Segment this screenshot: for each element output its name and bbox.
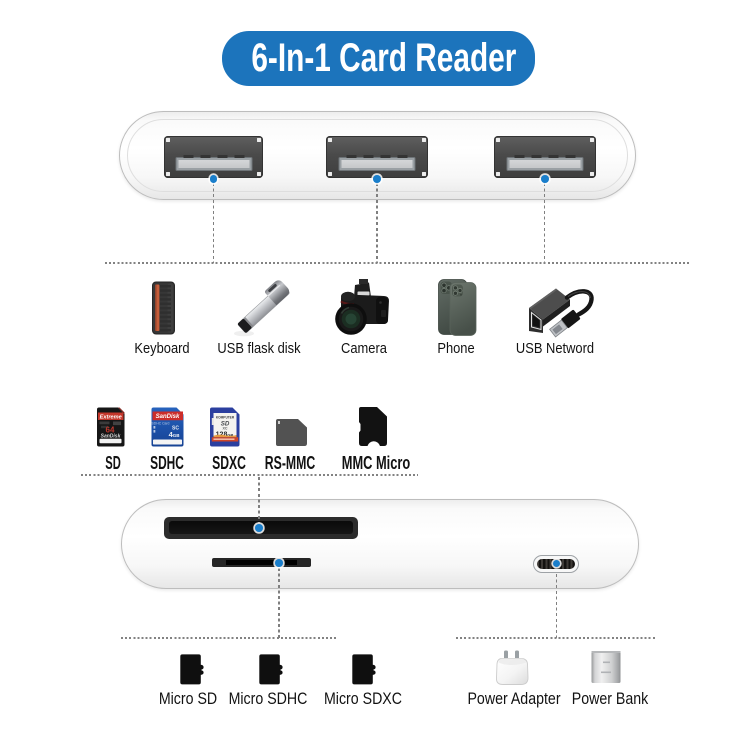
svg-text:SanDisk: SanDisk [101,433,121,439]
svg-text:SD: SD [221,421,230,428]
svg-text:SanDisk: SanDisk [156,414,180,420]
svg-text:SC: SC [172,426,179,432]
svg-text:XC: XC [223,427,228,431]
svg-text:SDHC Card: SDHC Card [152,421,170,425]
svg-text:4GB: 4GB [169,430,181,439]
svg-text:KOMPUTER: KOMPUTER [216,415,235,419]
svg-text:64: 64 [106,426,115,435]
svg-text:128GB: 128GB [216,431,234,438]
svg-text:Extreme: Extreme [100,415,122,421]
